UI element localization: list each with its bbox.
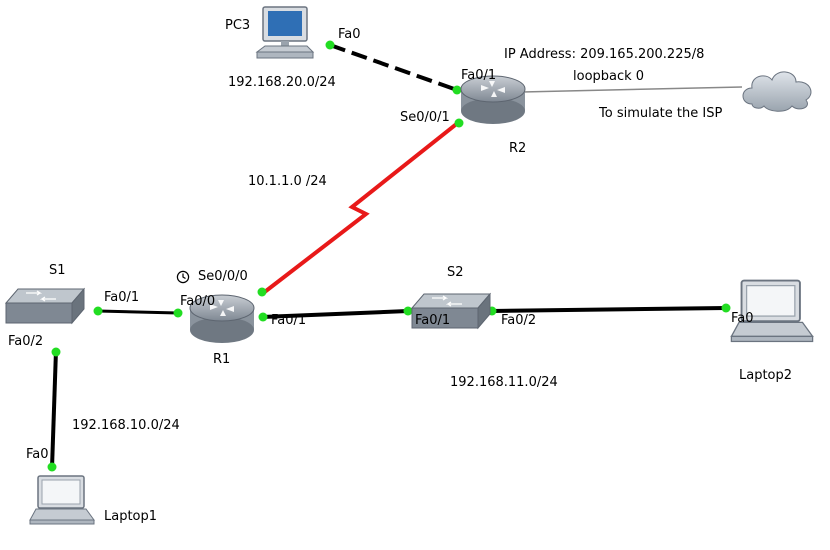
port-led-s1-fa02 <box>51 347 61 357</box>
clock-icon <box>176 270 190 284</box>
network-label-pc3: 192.168.20.0/24 <box>228 75 336 90</box>
device-label-laptop2: Laptop2 <box>739 368 793 383</box>
port-label-laptop1-fa0: Fa0 <box>26 447 49 462</box>
pc-icon[interactable] <box>255 6 317 60</box>
port-label-r1-se000: Se0/0/0 <box>198 269 248 284</box>
router-icon[interactable] <box>459 73 527 127</box>
port-led-r2-se001 <box>454 118 464 128</box>
port-label-r2-se001: Se0/0/1 <box>400 110 450 125</box>
port-label-r1-fa00: Fa0/0 <box>180 294 216 309</box>
port-led-s1-fa01 <box>93 306 103 316</box>
port-led-r1-fa00 <box>173 308 183 318</box>
link-r1-s2[interactable] <box>261 309 409 319</box>
link-s2-laptop2[interactable] <box>491 306 727 313</box>
port-label-s2-fa02: Fa0/2 <box>501 313 537 328</box>
device-label-r1: R1 <box>213 352 231 367</box>
port-label-r1-fa01: Fa0/1 <box>271 313 307 328</box>
port-label-r2-fa01: Fa0/1 <box>461 68 497 83</box>
isp-note-label: To simulate the ISP <box>599 106 723 121</box>
link-s1-laptop1[interactable] <box>50 349 58 469</box>
network-label-s1: 192.168.10.0/24 <box>72 418 180 433</box>
port-led-pc3 <box>325 40 335 50</box>
port-label-s1-fa02: Fa0/2 <box>8 334 44 349</box>
port-label-laptop2-fa0: Fa0 <box>731 311 754 326</box>
switch-icon[interactable] <box>4 287 86 327</box>
port-led-laptop2 <box>721 303 731 313</box>
network-label-s2: 192.168.11.0/24 <box>450 375 558 390</box>
isp-loopback-label: loopback 0 <box>573 69 645 84</box>
device-label-pc3: PC3 <box>225 18 251 33</box>
port-label-s1-fa01: Fa0/1 <box>104 290 140 305</box>
port-label-s2-fa01: Fa0/1 <box>415 313 451 328</box>
port-led-r1-se000 <box>257 287 267 297</box>
link-s1-r1[interactable] <box>97 309 179 315</box>
cloud-icon[interactable] <box>738 62 818 114</box>
router-icon[interactable] <box>188 292 256 346</box>
switch-icon[interactable] <box>410 292 492 332</box>
device-label-s1: S1 <box>49 263 66 278</box>
laptop-icon[interactable] <box>28 474 96 526</box>
device-label-s2: S2 <box>447 265 464 280</box>
port-label-pc3-fa0: Fa0 <box>338 27 361 42</box>
link-pc3-r2[interactable] <box>329 43 458 92</box>
port-led-r1-fa01 <box>258 312 268 322</box>
port-led-r2-fa01 <box>452 85 462 95</box>
device-label-laptop1: Laptop1 <box>104 509 158 524</box>
port-led-s2-fa01 <box>403 306 413 316</box>
port-led-laptop1 <box>47 462 57 472</box>
network-label-serial: 10.1.1.0 /24 <box>248 174 327 189</box>
link-r2-isp[interactable] <box>521 86 743 93</box>
isp-ip-label: IP Address: 209.165.200.225/8 <box>504 47 705 62</box>
laptop-icon[interactable] <box>728 278 816 344</box>
link-r2-r1-serial[interactable] <box>260 120 461 296</box>
device-label-r2: R2 <box>509 141 527 156</box>
